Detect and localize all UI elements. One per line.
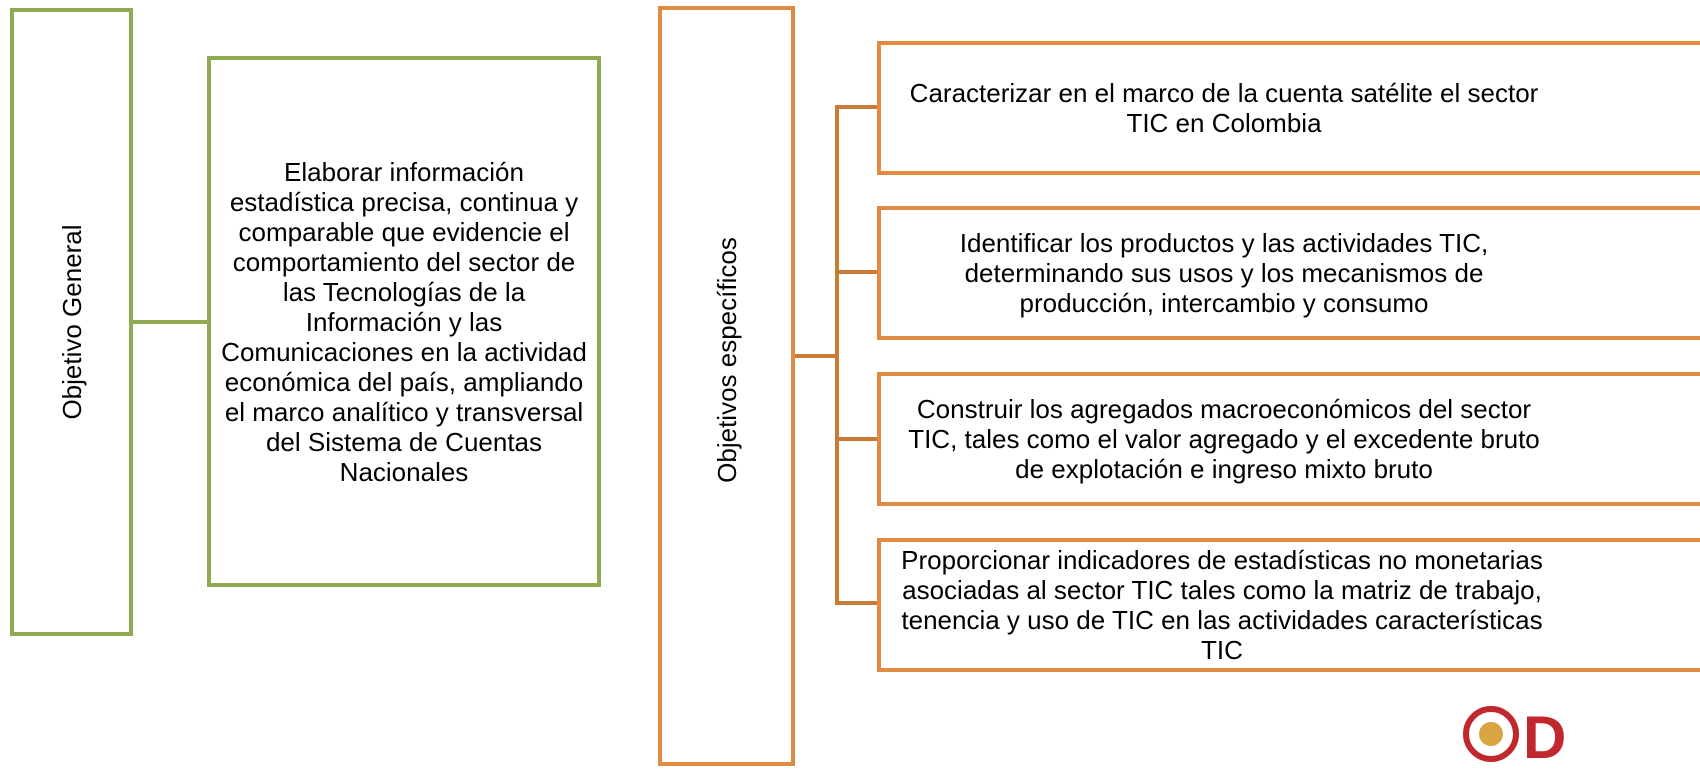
general-objective-description: Elaborar información estadística precisa… (221, 156, 587, 487)
specific-objective-text-1: Caracterizar en el marco de la cuenta sa… (909, 78, 1539, 138)
specific-vertical-trunk (835, 105, 839, 605)
specific-objectives-label: Objetivos específicos (711, 237, 742, 483)
specific-objective-text-4: Proporcionar indicadores de estadísticas… (901, 545, 1543, 665)
logo-seal-icon (1463, 706, 1519, 762)
specific-objective-box-3: Construir los agregados macroeconómicos … (877, 372, 1700, 506)
logo-seal-center (1479, 722, 1503, 746)
general-objective-label-box: Objetivo General (10, 8, 133, 636)
specific-objective-box-2: Identificar los productos y las activida… (877, 206, 1700, 340)
specific-branch-4 (835, 601, 879, 605)
general-objective-description-box: Elaborar información estadística precisa… (207, 56, 601, 587)
logo-letter-icon: D (1523, 704, 1567, 771)
specific-branch-3 (835, 437, 879, 441)
specific-objective-box-4: Proporcionar indicadores de estadísticas… (877, 538, 1700, 672)
specific-objective-box-1: Caracterizar en el marco de la cuenta sa… (877, 41, 1700, 175)
specific-objective-text-2: Identificar los productos y las activida… (959, 228, 1489, 318)
specific-branch-1 (835, 105, 879, 109)
specific-branch-2 (835, 270, 879, 274)
specific-objectives-label-box: Objetivos específicos (658, 6, 795, 766)
general-connector (133, 320, 209, 324)
general-objective-label: Objetivo General (56, 224, 87, 420)
specific-objective-text-3: Construir los agregados macroeconómicos … (908, 394, 1540, 484)
specific-main-connector (795, 354, 839, 358)
